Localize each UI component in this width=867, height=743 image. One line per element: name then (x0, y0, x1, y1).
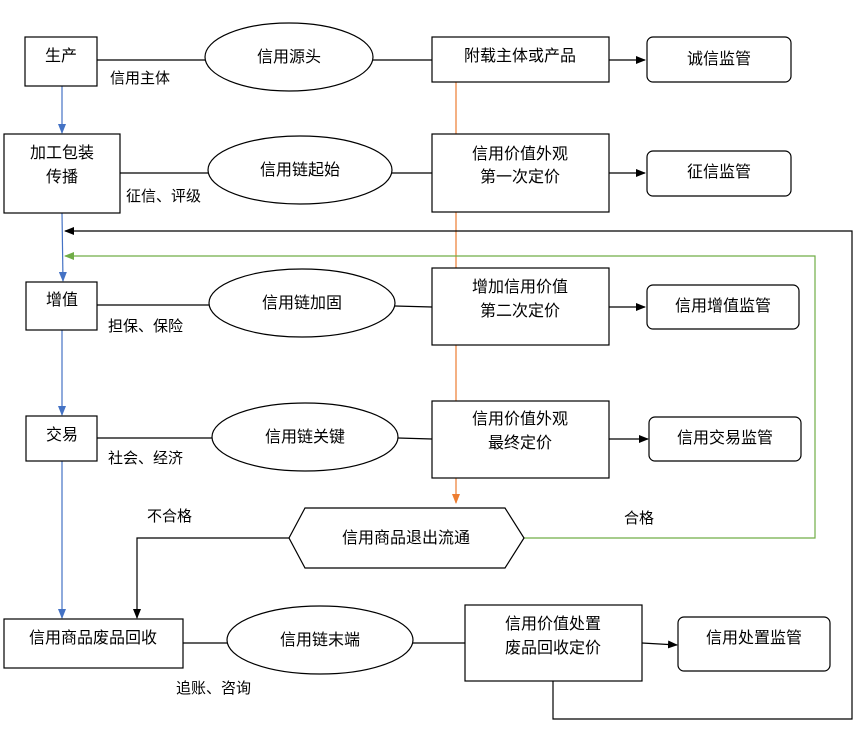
final-pricing-label-1: 信用价值外观 (472, 409, 568, 428)
chain-start-label: 信用链起始 (260, 160, 340, 179)
processing-box: 加工包装 传播 (3, 133, 121, 214)
trade-box: 交易 (25, 415, 98, 462)
first-pricing-label-2: 第一次定价 (480, 167, 560, 186)
disposal-sup-label: 信用处置监管 (706, 628, 802, 647)
final-pricing-label-2: 最终定价 (488, 433, 552, 452)
integrity-sup-box: 诚信监管 (646, 36, 792, 83)
credit-reporting-sup-label: 征信监管 (687, 162, 751, 181)
second-pricing-box: 增加信用价值 第二次定价 (431, 267, 610, 346)
second-pricing-label-1: 增加信用价值 (472, 277, 568, 296)
production-box: 生产 (24, 36, 98, 87)
exit-label: 信用商品退出流通 (342, 528, 470, 547)
production-label: 生产 (45, 46, 77, 65)
value-add-label: 增值 (46, 290, 78, 309)
integrity-sup-label: 诚信监管 (687, 49, 751, 68)
fail-arrow (133, 537, 289, 619)
disposal-pricing-box: 信用价值处置 废品回收定价 (464, 604, 643, 682)
chain-start-ellipse: 信用链起始 (207, 135, 393, 205)
recycle-label: 信用商品废品回收 (29, 628, 157, 647)
rating-label: 征信、评级 (126, 187, 201, 205)
attached-label: 附载主体或产品 (464, 46, 576, 65)
disposal-sup-box: 信用处置监管 (677, 616, 831, 672)
chain-end-ellipse: 信用链末端 (226, 605, 414, 675)
attached-box: 附载主体或产品 (431, 36, 610, 83)
credit-reporting-sup-box: 征信监管 (646, 150, 792, 197)
link-reinforce-second (394, 305, 433, 308)
second-pricing-label-2: 第二次定价 (480, 301, 560, 320)
source-ellipse: 信用源头 (204, 22, 374, 92)
chain-end-label: 信用链末端 (280, 630, 360, 649)
source-label: 信用源头 (257, 47, 321, 66)
recycle-box: 信用商品废品回收 (3, 618, 184, 669)
first-pricing-box: 信用价值外观 第一次定价 (431, 133, 610, 213)
fail-label: 不合格 (147, 507, 192, 525)
trade-sup-label: 信用交易监管 (677, 428, 773, 447)
processing-label-1: 加工包装 (30, 143, 94, 162)
disposal-pricing-label-1: 信用价值处置 (505, 614, 601, 633)
first-pricing-label-1: 信用价值外观 (472, 144, 568, 163)
processing-label-2: 传播 (46, 167, 78, 186)
guarantee-label: 担保、保险 (108, 317, 183, 335)
value-add-box: 增值 (25, 281, 98, 331)
chain-reinforce-label: 信用链加固 (262, 293, 342, 312)
value-add-sup-label: 信用增值监管 (675, 296, 771, 315)
pass-label: 合格 (624, 509, 654, 527)
chain-reinforce-ellipse: 信用链加固 (208, 268, 396, 338)
credit-subject-label: 信用主体 (110, 69, 170, 87)
feedback-disposal-arrow (64, 227, 853, 720)
collection-label: 追账、咨询 (176, 679, 251, 697)
value-add-sup-box: 信用增值监管 (646, 284, 800, 330)
final-pricing-box: 信用价值外观 最终定价 (431, 400, 610, 479)
link-key-final (397, 437, 433, 440)
arrow-to-disposal-sup (641, 640, 678, 649)
feedback-pass-arrow (64, 252, 816, 539)
exit-hexagon: 信用商品退出流通 (288, 507, 525, 569)
flow-processing-valueadd (58, 212, 67, 282)
trade-label: 交易 (46, 425, 78, 444)
chain-key-ellipse: 信用链关键 (211, 402, 399, 472)
social-label: 社会、经济 (108, 449, 183, 467)
trade-sup-box: 信用交易监管 (648, 416, 802, 462)
disposal-pricing-label-2: 废品回收定价 (505, 638, 601, 657)
chain-key-label: 信用链关键 (265, 427, 345, 446)
